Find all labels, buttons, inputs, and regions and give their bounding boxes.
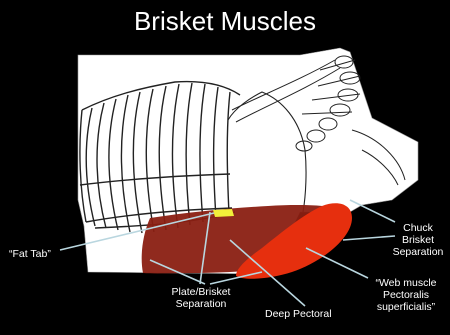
deep-pectoral-label: Deep Pectoral	[265, 308, 332, 320]
plate-label-line-1: Plate/Brisket	[158, 286, 244, 298]
fat-tab-text: “Fat Tab”	[9, 248, 51, 260]
web-label-line-2: Pectoralis	[361, 289, 450, 301]
web-label-line-3: superficialis”	[361, 301, 450, 313]
chuck-brisket-separation-label: Chuck Brisket Separation	[388, 222, 448, 258]
fat-tab-shape	[213, 209, 234, 217]
chuck-label-line-3: Separation	[388, 246, 448, 258]
deep-pectoral-text: Deep Pectoral	[265, 308, 332, 320]
chuck-label-line-1: Chuck	[388, 222, 448, 234]
fat-tab-label: “Fat Tab”	[9, 248, 51, 260]
web-muscle-label: “Web muscle Pectoralis superficialis”	[361, 277, 450, 313]
leader-web	[306, 248, 368, 278]
web-label-line-1: “Web muscle	[361, 277, 450, 289]
chuck-label-line-2: Brisket	[388, 234, 448, 246]
plate-brisket-separation-label: Plate/Brisket Separation	[158, 286, 244, 310]
plate-label-line-2: Separation	[158, 298, 244, 310]
